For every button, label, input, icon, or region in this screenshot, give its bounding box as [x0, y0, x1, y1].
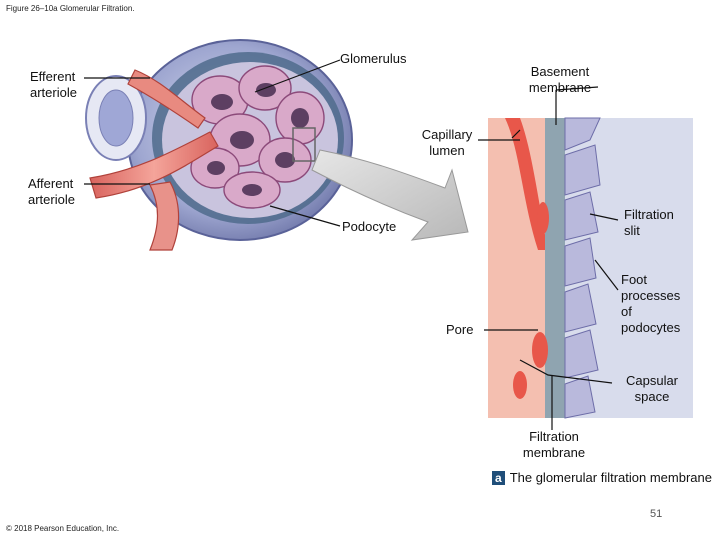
page-number: 51 — [650, 508, 663, 520]
filtration-slit-label: Filtration slit — [624, 207, 674, 238]
filtration-membrane-label: Filtration membrane — [522, 429, 586, 460]
leader-lines — [84, 59, 619, 430]
copyright-notice: © 2018 Pearson Education, Inc. — [6, 524, 120, 533]
figure-title: Figure 26–10a Glomerular Filtration. — [6, 4, 135, 13]
pore-label: Pore — [446, 322, 474, 337]
foot-processes-label: Foot processes of podocytes — [621, 272, 681, 335]
zoom-box — [292, 127, 316, 162]
efferent-arteriole-label: Efferent arteriole — [30, 69, 77, 100]
arterioles — [89, 69, 219, 251]
podocyte-label: Podocyte — [342, 219, 397, 234]
afferent-arteriole-label: Afferent arteriole — [28, 176, 75, 207]
caption-text: The glomerular filtration membrane — [509, 470, 712, 485]
capsular-space-label: Capsular space — [625, 373, 679, 404]
caption-badge: a — [492, 471, 505, 485]
basement-membrane-label: Basement membrane — [528, 64, 592, 95]
glomerulus-label: Glomerulus — [340, 51, 407, 66]
filtration-membrane-panel — [488, 117, 693, 419]
figure-caption: a The glomerular filtration membrane — [492, 469, 712, 487]
magnify-arrow — [311, 149, 469, 241]
tubule-cross-section — [85, 75, 147, 161]
capillary-lumen-label: Capillary lumen — [421, 127, 473, 158]
